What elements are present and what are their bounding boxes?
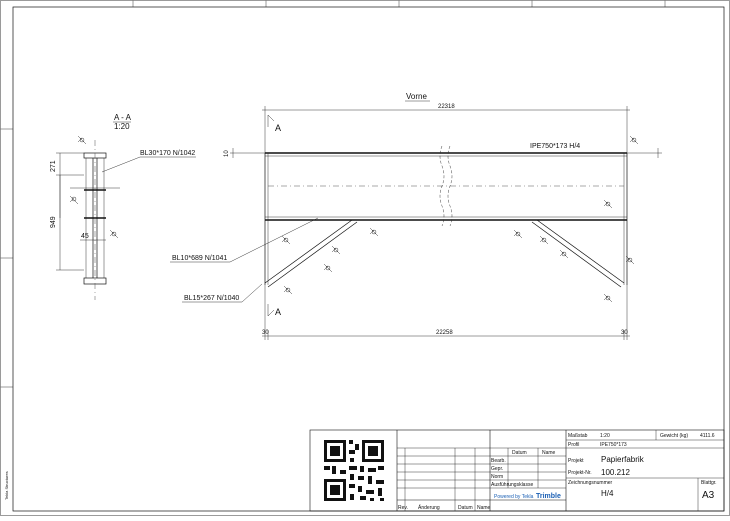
section-scale: 1:20	[114, 122, 130, 131]
trimble-logo: Trimble	[536, 493, 561, 500]
section-marker-top-label: A	[275, 123, 281, 133]
side-text: Tekla Structures	[4, 471, 9, 500]
tb-name2: Name	[477, 505, 491, 511]
plate-label-2: BL10*689 N/1041	[172, 255, 227, 262]
break-lines	[439, 145, 453, 227]
inner-frame	[12, 6, 725, 512]
dim-right-end: 30	[621, 330, 628, 336]
section-view	[70, 140, 120, 300]
dim-overall-top: 22318	[438, 104, 455, 110]
tb-gewicht-value: 4111.6	[700, 433, 715, 439]
dim-left-end: 30	[262, 330, 269, 336]
frame-ticks	[0, 0, 666, 388]
tb-profil-value: IPE750*173	[600, 442, 627, 448]
section-dim-1: 271	[50, 160, 57, 172]
tb-blattgr-label: Blattgr.	[701, 480, 717, 486]
section-label: A - A	[114, 113, 132, 122]
plate-label-1: BL30*170 N/1042	[140, 150, 195, 157]
tb-datum: Datum	[512, 450, 527, 456]
beam	[264, 152, 628, 285]
dim-top	[262, 106, 630, 153]
tb-powered-by: Powered by Tekla	[494, 494, 534, 500]
tb-gewicht-label: Gewicht (kg)	[660, 433, 688, 439]
tb-ausfuehrungsklasse: Ausführungsklasse	[491, 482, 533, 488]
plate-label-3: BL15*267 N/1040	[184, 295, 239, 302]
tb-rev: Rev.	[398, 505, 408, 511]
bracing-left	[264, 219, 358, 288]
tb-gepr: Gepr.	[491, 466, 503, 472]
section-dim-3: 45	[81, 233, 89, 240]
weld-symbols-section	[69, 135, 119, 239]
dim-left-height	[230, 148, 265, 158]
dim-bottom	[262, 285, 630, 340]
tb-projekt-value: Papierfabrik	[601, 455, 645, 464]
dim-height-left: 10	[224, 150, 230, 157]
tb-massstab-label: Maßstab	[568, 433, 588, 439]
tb-bearb: Bearb.	[491, 458, 506, 464]
tb-projekt-nr-label: Projekt-Nr.	[568, 470, 592, 476]
profile-label: IPE750*173 H/4	[530, 143, 580, 150]
tb-zeichnungsnummer-value: H/4	[601, 489, 614, 498]
tb-massstab-value: 1:20	[600, 433, 610, 439]
dim-overall-bottom: 22258	[436, 330, 453, 336]
qr-code-icon	[324, 440, 384, 501]
tb-name: Name	[542, 450, 556, 456]
weld-symbols-main	[281, 135, 639, 303]
section-marker-bottom-label: A	[275, 307, 281, 317]
tb-profil-label: Profil	[568, 442, 579, 448]
section-marker-bottom	[267, 304, 275, 317]
section-dim-2: 949	[50, 216, 57, 228]
bracing-right	[531, 219, 625, 288]
section-dimensions	[56, 152, 106, 271]
tb-datum2: Datum	[458, 505, 473, 511]
tb-blattgr-value: A3	[702, 490, 715, 501]
tb-norm: Norm	[491, 474, 503, 480]
dim-right-height	[627, 148, 662, 158]
tb-zeichnungsnummer-label: Zeichnungsnummer	[568, 480, 613, 486]
title-block	[309, 429, 725, 512]
view-title: Vorne	[406, 92, 427, 101]
tb-projekt-nr-value: 100.212	[601, 468, 630, 477]
section-marker-top	[267, 114, 275, 127]
tb-aenderung: Änderung	[418, 504, 440, 511]
tb-projekt-label: Projekt	[568, 458, 584, 464]
